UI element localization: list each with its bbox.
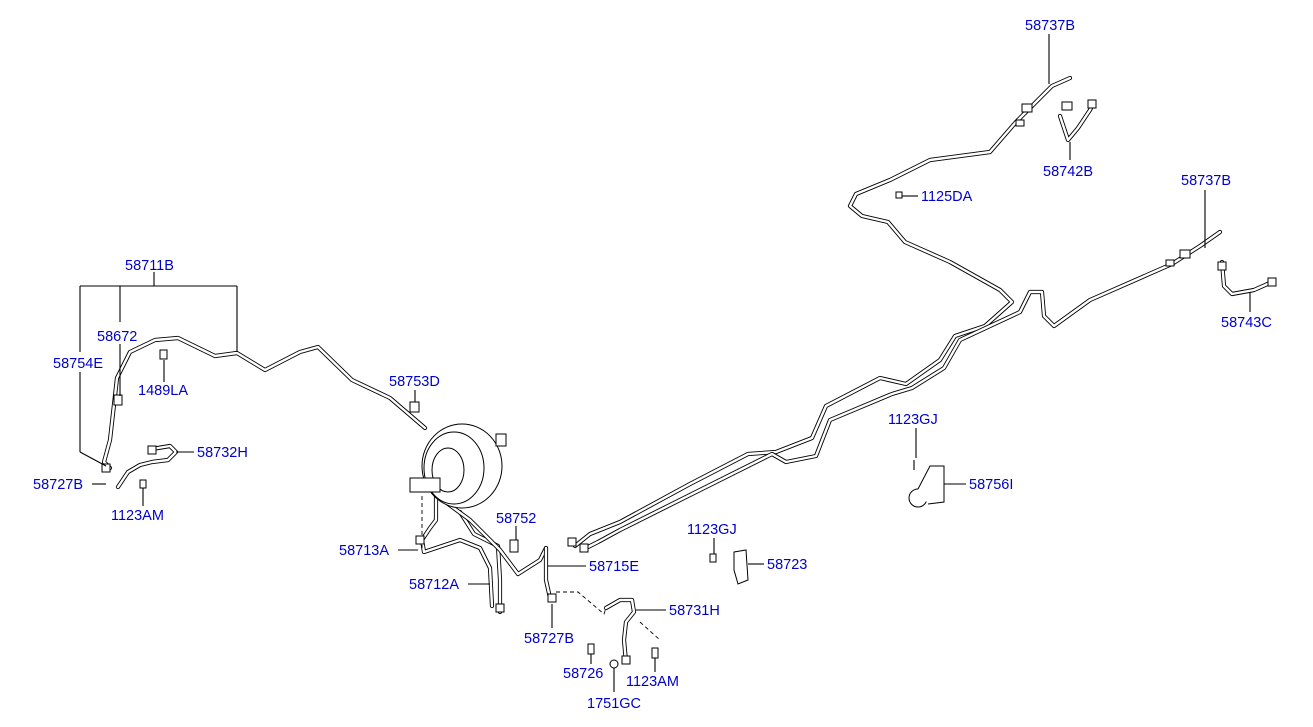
label-1123GJ-mid[interactable]: 1123GJ	[687, 522, 737, 538]
clip-58752[interactable]	[509, 539, 519, 553]
label-1123GJ-right[interactable]: 1123GJ	[888, 412, 938, 428]
label-58756I[interactable]: 58756I	[969, 477, 1013, 493]
label-58753D[interactable]: 58753D	[389, 374, 440, 390]
brake-booster[interactable]	[409, 423, 507, 509]
fittings	[101, 99, 1277, 665]
clip-1125DA[interactable]	[895, 191, 903, 199]
label-58731H[interactable]: 58731H	[669, 603, 720, 619]
label-58715E[interactable]: 58715E	[589, 559, 639, 575]
label-58737B-top[interactable]: 58737B	[1025, 18, 1075, 34]
clip-58753D[interactable]	[409, 401, 420, 413]
label-58672[interactable]: 58672	[97, 329, 137, 345]
label-58727B-bottom[interactable]: 58727B	[524, 631, 574, 647]
bolt-1123AM-bottom[interactable]	[651, 647, 659, 659]
brake-pipes	[101, 75, 1275, 665]
label-58743C[interactable]: 58743C	[1221, 315, 1272, 331]
bracket-58723[interactable]	[709, 549, 749, 585]
clip-58672[interactable]	[113, 394, 123, 406]
label-58752[interactable]: 58752	[496, 511, 536, 527]
leader-lines	[79, 34, 1251, 692]
bolt-1123AM-left[interactable]	[139, 479, 147, 489]
label-1125DA[interactable]: 1125DA	[921, 189, 973, 205]
label-58713A[interactable]: 58713A	[339, 543, 389, 559]
label-58737B-right[interactable]: 58737B	[1181, 173, 1231, 189]
label-58726[interactable]: 58726	[563, 666, 603, 682]
label-58742B[interactable]: 58742B	[1043, 164, 1093, 180]
part-labels: 58737B 58742B 1125DA 58737B 58743C 58711…	[33, 18, 1272, 712]
label-58723[interactable]: 58723	[767, 557, 807, 573]
label-1751GC[interactable]: 1751GC	[587, 696, 641, 712]
bracket-58756I[interactable]	[908, 460, 945, 508]
clip-1489LA[interactable]	[159, 349, 168, 360]
label-1123AM-bottom[interactable]: 1123AM	[626, 674, 679, 690]
label-58732H[interactable]: 58732H	[197, 445, 248, 461]
label-58727B-left[interactable]: 58727B	[33, 477, 83, 493]
bolt-58726[interactable]	[587, 643, 595, 655]
label-58754E[interactable]: 58754E	[53, 356, 103, 372]
label-1489LA[interactable]: 1489LA	[138, 383, 188, 399]
label-1123AM-left[interactable]: 1123AM	[111, 508, 164, 524]
washer-1751GC[interactable]	[609, 659, 619, 669]
label-58712A[interactable]: 58712A	[409, 577, 459, 593]
label-58711B[interactable]: 58711B	[125, 258, 174, 274]
